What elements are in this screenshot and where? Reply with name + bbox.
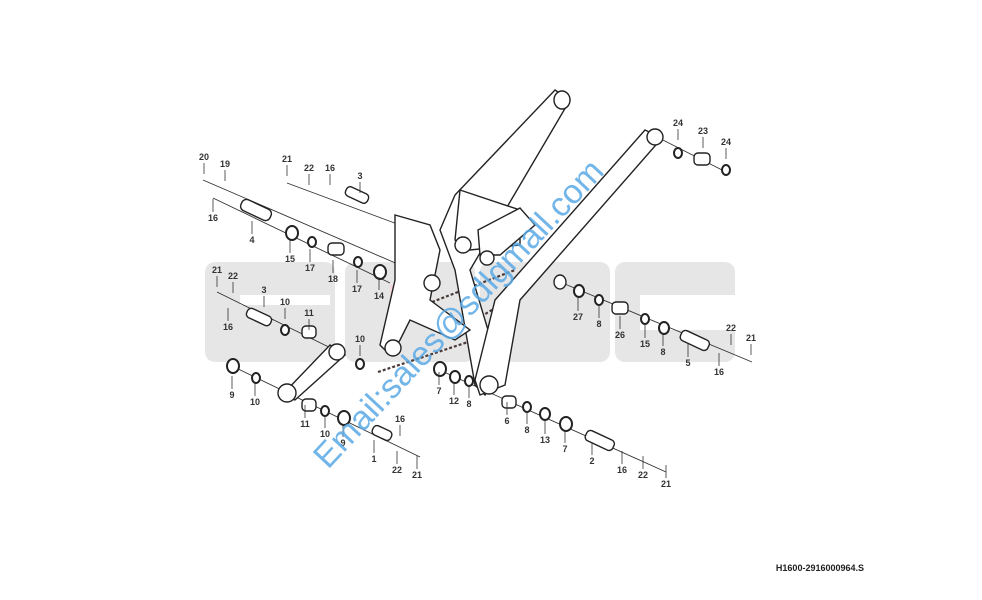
callout-label: 12 (449, 396, 459, 406)
callout-label: 16 (325, 163, 335, 173)
loader-frame (277, 89, 664, 403)
callout-label: 13 (540, 435, 550, 445)
callout-label: 1 (371, 454, 376, 464)
callout-label: 3 (357, 171, 362, 181)
drawing-number: H1600-2916000964.S (775, 563, 864, 573)
callout-label: 8 (596, 319, 601, 329)
callout-label: 15 (285, 254, 295, 264)
callout-label: 23 (698, 126, 708, 136)
callout-label: 16 (714, 367, 724, 377)
callout-label: 10 (250, 397, 260, 407)
callout-label: 5 (685, 358, 690, 368)
callout-label: 21 (661, 479, 671, 489)
callout-label: 15 (640, 339, 650, 349)
callout-label: 6 (504, 416, 509, 426)
callout-label: 2 (589, 456, 594, 466)
callout-label: 8 (466, 399, 471, 409)
callout-label: 24 (673, 118, 683, 128)
callout-label: 7 (562, 444, 567, 454)
callout-label: 21 (282, 154, 292, 164)
callout-label: 22 (228, 271, 238, 281)
callout-label: 21 (746, 333, 756, 343)
callout-label: 8 (524, 425, 529, 435)
callout-label: 26 (615, 330, 625, 340)
callout-label: 24 (721, 137, 731, 147)
callout-label: 21 (412, 470, 422, 480)
callout-label: 4 (249, 235, 254, 245)
callout-label: 27 (573, 312, 583, 322)
callout-label: 22 (726, 323, 736, 333)
callout-label: 11 (304, 308, 314, 318)
callout-label: 17 (352, 284, 362, 294)
callout-label: 9 (340, 438, 345, 448)
callout-label: 10 (355, 334, 365, 344)
callout-label: 10 (320, 429, 330, 439)
callout-label: 16 (208, 213, 218, 223)
callout-label: 9 (229, 390, 234, 400)
callout-label: 19 (220, 159, 230, 169)
callout-label: 20 (199, 152, 209, 162)
callout-label: 21 (212, 265, 222, 275)
callout-label: 14 (374, 291, 384, 301)
callout-label: 11 (300, 419, 310, 429)
callout-label: 18 (328, 274, 338, 284)
callout-label: 17 (305, 263, 315, 273)
callout-label: 8 (660, 347, 665, 357)
callout-label: 16 (223, 322, 233, 332)
callout-label: 22 (304, 163, 314, 173)
callout-label: 22 (392, 465, 402, 475)
callout-label: 16 (617, 465, 627, 475)
callout-label: 10 (280, 297, 290, 307)
callout-label: 7 (436, 386, 441, 396)
callout-label: 3 (261, 285, 266, 295)
callout-label: 16 (395, 414, 405, 424)
callout-label: 22 (638, 470, 648, 480)
